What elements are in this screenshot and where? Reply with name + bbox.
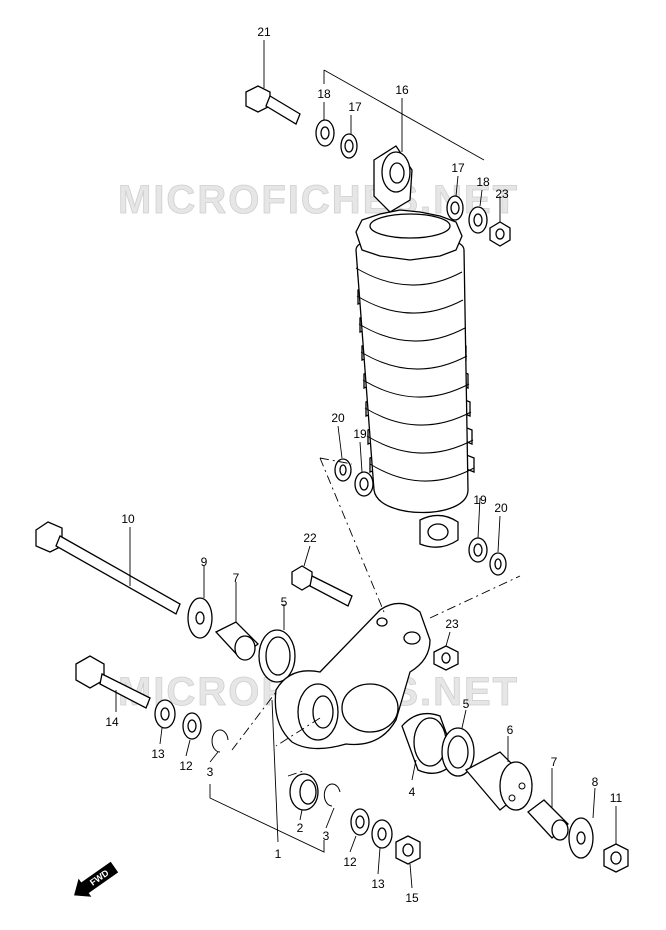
label-15: 15: [405, 891, 419, 905]
label-17-upper: 17: [348, 100, 362, 114]
label-11: 11: [610, 791, 623, 805]
label-2: 2: [297, 821, 304, 835]
bolt-21: [245, 85, 301, 125]
label-12-right: 12: [343, 855, 357, 869]
label-7-right: 7: [551, 755, 558, 769]
bolt-14: [75, 655, 151, 709]
washer-20-right: [489, 552, 507, 576]
fwd-direction-badge: FWD: [74, 861, 119, 897]
cushion-lever-1: [274, 602, 431, 750]
collar-7-left: [214, 621, 259, 661]
seal-12-left: [182, 712, 202, 740]
axis-line-pivot: [275, 717, 321, 747]
circlip-3-right: [323, 783, 341, 807]
label-16: 16: [395, 83, 409, 97]
label-18-upper: 18: [317, 87, 331, 101]
label-20-right: 20: [494, 501, 508, 515]
seal-19-right: [468, 537, 488, 563]
label-6: 6: [507, 723, 514, 737]
label-22: 22: [303, 531, 317, 545]
label-4: 4: [409, 785, 416, 799]
axis-line-right: [429, 575, 521, 619]
label-23-upper: 23: [495, 187, 509, 201]
upper-bracket-line: [323, 69, 485, 161]
label-7-left: 7: [233, 571, 240, 585]
label-3-right: 3: [323, 829, 330, 843]
axis-line-lower-eye-2: [319, 457, 353, 465]
label-19-right: 19: [473, 493, 487, 507]
label-14: 14: [105, 715, 119, 729]
seal-19-left: [354, 471, 374, 497]
label-5-left: 5: [281, 595, 288, 609]
bearing-5-right: [441, 727, 475, 777]
washer-18-right: [468, 206, 488, 234]
label-17-right: 17: [451, 161, 465, 175]
label-20-left: 20: [331, 411, 345, 425]
nut-15: [395, 835, 421, 865]
bolt-10: [35, 521, 181, 615]
label-21: 21: [257, 25, 271, 39]
label-1: 1: [275, 847, 282, 861]
axis-line-bolt14: [231, 691, 277, 751]
seal-12-right: [350, 808, 370, 836]
nut-23-lower: [433, 645, 459, 671]
washer-20-left: [334, 458, 352, 482]
spacer-6: [464, 751, 533, 811]
label-19-left: 19: [353, 427, 367, 441]
label-8: 8: [592, 775, 599, 789]
label-23-lower: 23: [445, 617, 459, 631]
seal-17-upper: [340, 133, 358, 159]
label-5-right: 5: [463, 697, 470, 711]
bearing-5-left: [258, 629, 296, 683]
axis-line-lower-eye: [319, 457, 385, 613]
washer-13-right: [371, 819, 393, 849]
label-12-left: 12: [179, 759, 193, 773]
label-13-left: 13: [151, 747, 165, 761]
washer-18-upper: [315, 119, 335, 147]
washer-13-left: [154, 699, 176, 729]
shock-absorber: [355, 145, 475, 548]
nut-11: [603, 843, 629, 873]
collar-7-right: [527, 799, 569, 841]
label-10: 10: [121, 512, 135, 526]
label-3-left: 3: [207, 765, 214, 779]
bolt-22: [291, 565, 353, 607]
seal-17-right: [446, 195, 464, 221]
washer-9: [187, 597, 213, 639]
circlip-3-left: [211, 729, 229, 753]
label-9: 9: [201, 555, 208, 569]
washer-8: [568, 817, 594, 859]
label-13-right: 13: [371, 877, 385, 891]
nut-23-upper: [489, 221, 511, 247]
axis-line-bearing2: [287, 769, 307, 777]
shock-spring: [355, 234, 475, 514]
label-18-right: 18: [476, 175, 490, 189]
bearing-2: [289, 773, 319, 811]
